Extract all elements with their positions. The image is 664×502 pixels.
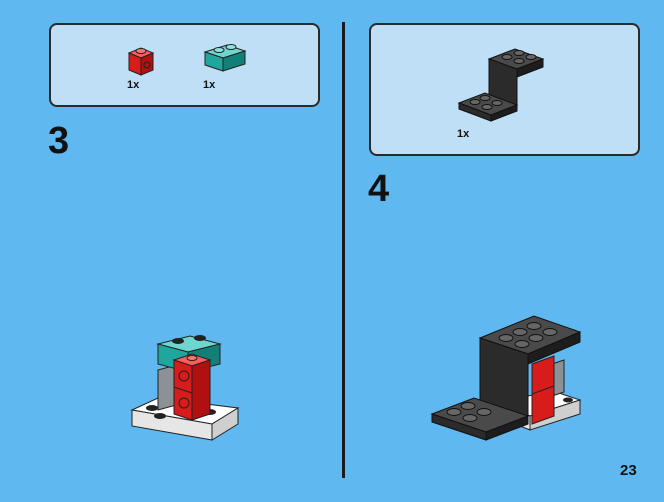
teal-brick-icon — [203, 44, 247, 72]
step-4-assembly-illustration — [430, 315, 582, 441]
page-number: 23 — [620, 462, 637, 479]
step-4-parts-box: 1x — [369, 23, 640, 156]
step-3-assembly-illustration — [130, 335, 240, 441]
teal-brick-quantity: 1x — [203, 79, 216, 91]
black-bracket-icon — [457, 48, 545, 122]
black-bracket-quantity: 1x — [457, 128, 470, 140]
step-3-parts-box: 1x 1x — [49, 23, 320, 107]
column-divider — [342, 22, 345, 478]
step-4-number: 4 — [368, 168, 390, 210]
red-brick-quantity: 1x — [127, 79, 140, 91]
red-brick-icon — [127, 47, 155, 76]
step-3-number: 3 — [48, 120, 70, 162]
